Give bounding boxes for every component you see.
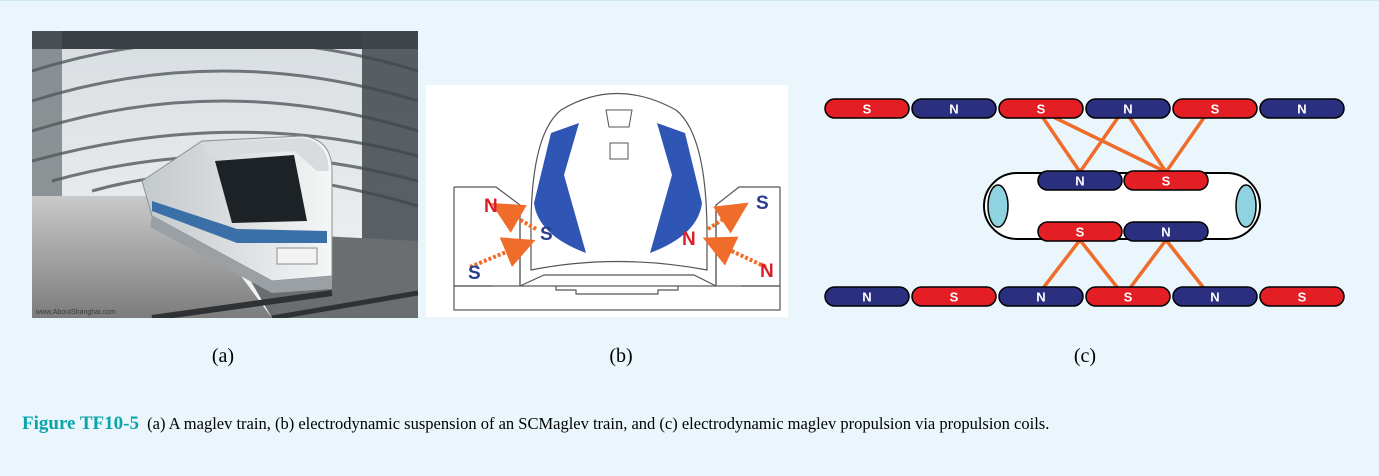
bottom-coil-4: S	[1085, 286, 1171, 307]
suspension-diagram: N S S S N N	[426, 85, 788, 317]
pole-label: N	[1210, 290, 1219, 305]
pole-label: N	[949, 102, 958, 117]
pole-label: S	[1298, 290, 1307, 305]
pole-label: N	[1075, 174, 1084, 189]
panel-label-b: (b)	[609, 345, 633, 367]
caption-text: (a) A maglev train, (b) electrodynamic s…	[147, 414, 1050, 433]
bottom-coil-6: S	[1259, 286, 1345, 307]
pole-label: S	[950, 290, 959, 305]
pole-label: N	[1297, 102, 1306, 117]
top-coil-2: N	[911, 98, 997, 119]
label-left-inner: S	[540, 224, 553, 245]
panel-label-c: (c)	[1073, 345, 1097, 367]
bottom-coil-1: N	[824, 286, 910, 307]
pole-label: N	[862, 290, 871, 305]
bottom-coil-5: N	[1172, 286, 1258, 307]
pole-label: N	[1036, 290, 1045, 305]
top-coil-3: S	[998, 98, 1084, 119]
pole-label: S	[1211, 102, 1220, 117]
pole-label: S	[1076, 225, 1085, 240]
bottom-coil-2: S	[911, 286, 997, 307]
propulsion-diagram: S N S N S N N S N S N S N S S N	[824, 98, 1345, 307]
label-right-inner: N	[682, 229, 696, 250]
top-coil-6: N	[1259, 98, 1345, 119]
pole-label: N	[1123, 102, 1132, 117]
magnet-rows: S N S N S N N S N S N S N S S N	[824, 98, 1345, 307]
label-right-lower: N	[760, 261, 774, 282]
vehicle-lower-magnet-1: S	[1037, 221, 1123, 242]
force-arrows	[469, 202, 767, 269]
pole-label: N	[1161, 225, 1170, 240]
pole-label: S	[1037, 102, 1046, 117]
train-cab	[530, 92, 708, 271]
figure-label: Figure TF10-5	[22, 413, 139, 434]
maglev-train-photo: www.AboutShanghai.com	[32, 31, 418, 318]
pole-label: S	[863, 102, 872, 117]
panel-label-a: (a)	[211, 345, 235, 367]
vehicle-lower-magnet-2: N	[1123, 221, 1209, 242]
label-left-upper: N	[484, 196, 498, 217]
label-right-upper: S	[756, 193, 769, 214]
force-arrows-c	[1035, 107, 1212, 298]
top-coil-4: N	[1085, 98, 1171, 119]
vehicle-upper-magnet-1: N	[1037, 170, 1123, 191]
photo-watermark: www.AboutShanghai.com	[35, 309, 116, 316]
train-body	[141, 135, 333, 293]
label-left-lower: S	[468, 263, 481, 284]
pole-label: S	[1162, 174, 1171, 189]
vehicle-upper-magnet-2: S	[1123, 170, 1209, 191]
top-coil-1: S	[824, 98, 910, 119]
top-coil-5: S	[1172, 98, 1258, 119]
pole-label: S	[1124, 290, 1133, 305]
bottom-coil-3: N	[998, 286, 1084, 307]
figure-caption: Figure TF10-5 (a) A maglev train, (b) el…	[22, 413, 1352, 435]
